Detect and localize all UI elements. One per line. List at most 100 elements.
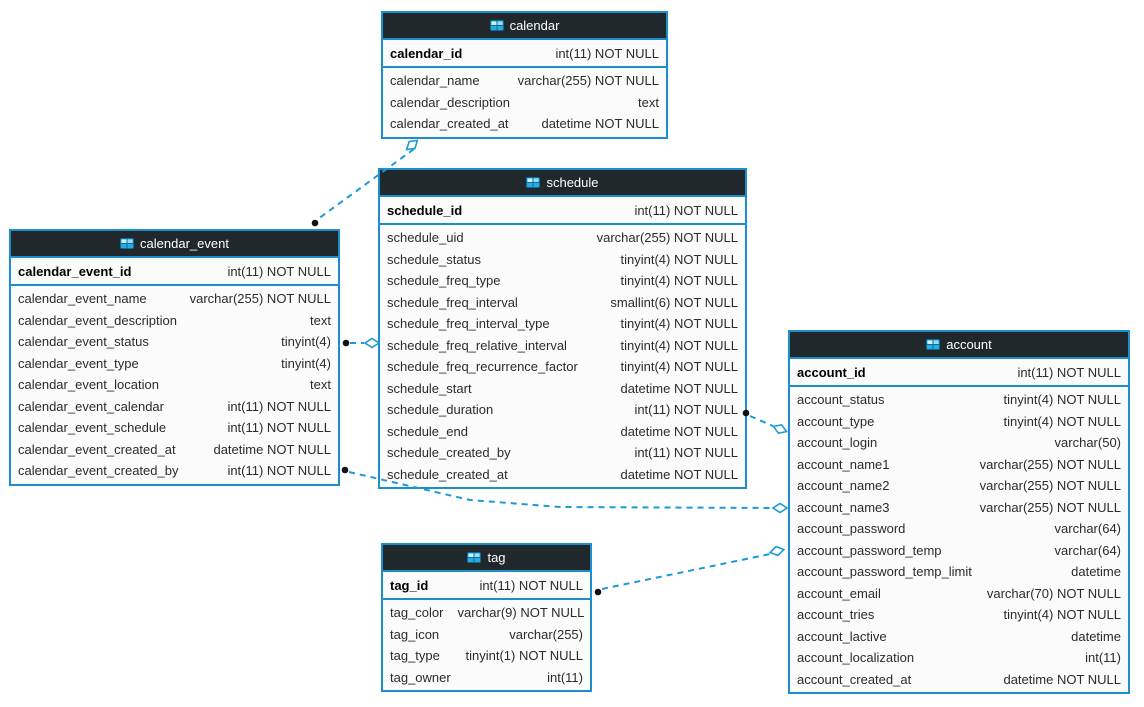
column-name: tag_icon — [390, 626, 440, 642]
column-row: tag_type tinyint(1) NOT NULL — [383, 645, 590, 667]
column-type: int(11) — [547, 669, 583, 685]
column-name: schedule_end — [387, 423, 468, 439]
column-row: account_password varchar(64) — [790, 518, 1128, 540]
column-row: account_password_temp varchar(64) — [790, 540, 1128, 562]
column-name: calendar_event_schedule — [18, 420, 167, 436]
primary-key-row: calendar_id int(11) NOT NULL — [383, 40, 666, 68]
column-type: tinyint(4) NOT NULL — [620, 251, 738, 267]
column-type: varchar(50) — [1054, 435, 1121, 451]
relationship-tag-account[interactable] — [594, 545, 786, 596]
column-name: account_id — [797, 364, 866, 380]
column-type: tinyint(4) NOT NULL — [620, 316, 738, 332]
column-type: text — [310, 377, 331, 393]
column-type: smallint(6) NOT NULL — [610, 294, 738, 310]
column-name: calendar_event_status — [18, 334, 149, 350]
column-name: schedule_freq_relative_interval — [387, 337, 567, 353]
column-row: account_created_at datetime NOT NULL — [790, 669, 1128, 691]
column-type: datetime NOT NULL — [213, 441, 331, 457]
column-name: schedule_uid — [387, 230, 464, 246]
dot-marker-icon — [594, 588, 602, 596]
relationship-line[interactable] — [601, 553, 771, 590]
column-name: account_password_temp — [797, 542, 942, 558]
column-name: tag_type — [390, 648, 440, 664]
column-type: varchar(64) — [1054, 521, 1121, 537]
column-name: schedule_freq_interval_type — [387, 316, 550, 332]
column-name: account_password_temp_limit — [797, 564, 972, 580]
table-icon — [467, 552, 482, 563]
relationship-schedule-account[interactable] — [742, 409, 788, 436]
column-name: account_lactive — [797, 628, 887, 644]
primary-key-row: calendar_event_id int(11) NOT NULL — [11, 258, 338, 286]
column-type: varchar(64) — [1054, 542, 1121, 558]
table-title: tag — [487, 550, 506, 565]
column-type: datetime NOT NULL — [620, 380, 738, 396]
primary-key-row: schedule_id int(11) NOT NULL — [380, 197, 745, 225]
table-header: account — [790, 332, 1128, 359]
column-name: tag_id — [390, 577, 429, 593]
column-type: tinyint(4) NOT NULL — [620, 359, 738, 375]
column-row: calendar_name varchar(255) NOT NULL — [383, 70, 666, 92]
column-name: account_password — [797, 521, 906, 537]
column-name: schedule_id — [387, 202, 463, 218]
column-row: calendar_event_created_at datetime NOT NU… — [11, 439, 338, 461]
column-type: int(11) NOT NULL — [479, 577, 583, 593]
column-name: account_localization — [797, 650, 915, 666]
column-row: schedule_start datetime NOT NULL — [380, 378, 745, 400]
column-type: int(11) NOT NULL — [1017, 364, 1121, 380]
column-name: schedule_duration — [387, 402, 494, 418]
primary-key-row: tag_id int(11) NOT NULL — [383, 572, 590, 600]
diamond-marker-icon — [363, 337, 381, 349]
column-type: tinyint(1) NOT NULL — [465, 648, 583, 664]
column-row: account_login varchar(50) — [790, 432, 1128, 454]
table-icon — [926, 339, 941, 350]
column-type: datetime NOT NULL — [541, 116, 659, 132]
column-type: int(11) NOT NULL — [227, 420, 331, 436]
dot-marker-icon — [311, 219, 319, 227]
table-icon — [489, 20, 504, 31]
relationship-calendar_event-schedule[interactable] — [342, 337, 381, 349]
dot-marker-icon — [341, 466, 349, 474]
table-calendar-event[interactable]: calendar_event calendar_event_id int(11)… — [9, 229, 340, 486]
table-account[interactable]: account account_id int(11) NOT NULL acco… — [788, 330, 1130, 694]
column-name: account_name2 — [797, 478, 890, 494]
column-name: account_login — [797, 435, 878, 451]
column-type: int(11) NOT NULL — [227, 263, 331, 279]
column-name: schedule_start — [387, 380, 472, 396]
column-type: int(11) NOT NULL — [227, 463, 331, 479]
table-title: calendar — [509, 18, 560, 33]
column-type: varchar(255) NOT NULL — [596, 230, 738, 246]
column-type: text — [310, 312, 331, 328]
column-name: calendar_description — [390, 94, 510, 110]
table-header: calendar — [383, 13, 666, 40]
column-name: schedule_freq_interval — [387, 294, 518, 310]
column-type: datetime NOT NULL — [1003, 671, 1121, 687]
table-schedule[interactable]: schedule schedule_id int(11) NOT NULL sc… — [378, 168, 747, 489]
relationship-line[interactable] — [749, 415, 774, 427]
column-type: datetime NOT NULL — [620, 423, 738, 439]
table-header: calendar_event — [11, 231, 338, 258]
column-name: account_created_at — [797, 671, 912, 687]
column-name: calendar_event_created_by — [18, 463, 179, 479]
column-name: calendar_name — [390, 73, 480, 89]
column-name: calendar_event_created_at — [18, 441, 176, 457]
table-calendar[interactable]: calendar calendar_id int(11) NOT NULL ca… — [381, 11, 668, 139]
column-type: varchar(255) NOT NULL — [517, 73, 659, 89]
table-title: calendar_event — [140, 236, 229, 251]
column-name: calendar_event_type — [18, 355, 139, 371]
column-row: calendar_event_created_by int(11) NOT NUL… — [11, 460, 338, 482]
table-icon — [526, 177, 541, 188]
